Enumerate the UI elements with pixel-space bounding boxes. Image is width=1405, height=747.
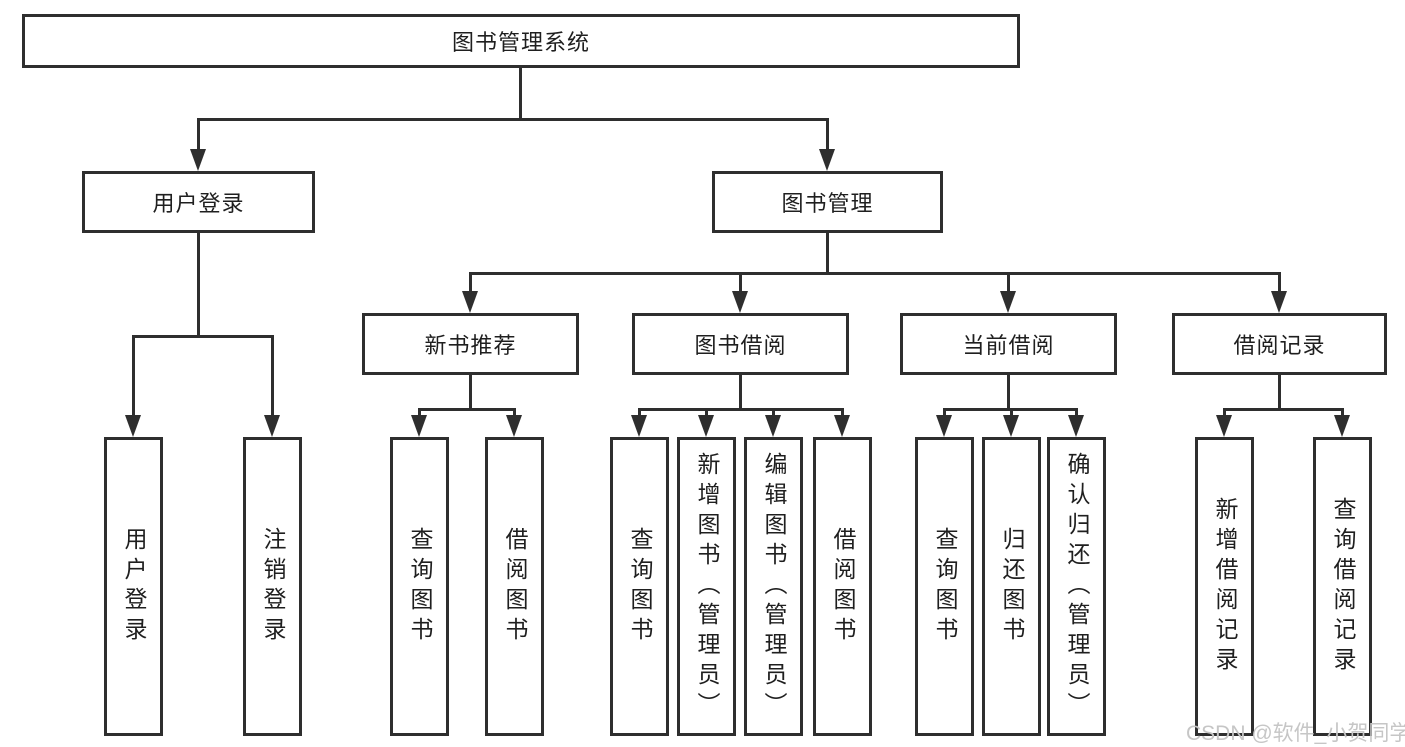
arrowhead-leaf-logout [264, 415, 280, 437]
arrowhead-leaf [834, 415, 850, 437]
arrowhead-leaf-login [125, 415, 141, 437]
connector-book-borrow-drop [739, 375, 742, 411]
connector-drop-user-login [197, 118, 200, 152]
arrowhead-leaf [1003, 415, 1019, 437]
leaf-borrow-borrow: 借阅图书 [813, 437, 872, 736]
connector-stub [1010, 408, 1013, 418]
connector-new-books-bar [418, 408, 516, 411]
connector-user-login-drop [197, 233, 200, 338]
arrowhead-borrow-records [1271, 291, 1287, 313]
arrowhead-leaf [506, 415, 522, 437]
connector-current-borrow-drop [1007, 375, 1010, 411]
leaf-records-add-label: 新增借阅记录 [1212, 496, 1238, 677]
node-current-borrow: 当前借阅 [900, 313, 1117, 375]
arrowhead-leaf [1068, 415, 1084, 437]
node-current-borrow-label: 当前借阅 [962, 333, 1055, 358]
connector-stub [943, 408, 946, 418]
leaf-newbooks-borrow-label: 借阅图书 [502, 526, 528, 647]
leaf-logout: 注销登录 [243, 437, 302, 736]
leaf-borrow-edit-label: 编辑图书（管理员） [761, 451, 787, 722]
node-book-borrow: 图书借阅 [632, 313, 849, 375]
connector-level3-bar [469, 272, 1281, 275]
connector-stub [1341, 408, 1344, 418]
node-book-mgmt: 图书管理 [712, 171, 943, 233]
connector-level2-bar [197, 118, 829, 121]
node-borrow-records-label: 借阅记录 [1233, 333, 1326, 358]
connector-drop-book-borrow [739, 272, 742, 294]
leaf-borrow-query-label: 查询图书 [627, 526, 653, 647]
leaf-logout-label: 注销登录 [260, 526, 286, 647]
arrowhead-new-books [462, 291, 478, 313]
arrowhead-leaf [631, 415, 647, 437]
node-user-login-label: 用户登录 [152, 191, 245, 216]
leaf-records-query-label: 查询借阅记录 [1330, 496, 1356, 677]
connector-borrow-records-bar [1223, 408, 1344, 411]
node-borrow-records: 借阅记录 [1172, 313, 1387, 375]
arrowhead-book-borrow [732, 291, 748, 313]
connector-stub [638, 408, 641, 418]
node-new-books-label: 新书推荐 [424, 333, 517, 358]
connector-drop-leaf-login [132, 335, 135, 418]
connector-drop-book-mgmt [826, 118, 829, 152]
connector-book-mgmt-drop [826, 233, 829, 275]
csdn-watermark: CSDN @软件_小贺同学 [1186, 722, 1405, 745]
connector-stub [705, 408, 708, 418]
connector-stub [418, 408, 421, 418]
arrowhead-leaf [698, 415, 714, 437]
node-book-borrow-label: 图书借阅 [694, 333, 787, 358]
leaf-records-add: 新增借阅记录 [1195, 437, 1254, 736]
connector-stub [513, 408, 516, 418]
leaf-records-query: 查询借阅记录 [1313, 437, 1372, 736]
connector-drop-current-borrow [1007, 272, 1010, 294]
leaf-borrow-borrow-label: 借阅图书 [830, 526, 856, 647]
connector-new-books-drop [469, 375, 472, 411]
arrowhead-leaf [765, 415, 781, 437]
node-root-label: 图书管理系统 [451, 30, 590, 55]
arrowhead-leaf [1334, 415, 1350, 437]
leaf-borrow-query: 查询图书 [610, 437, 669, 736]
leaf-current-return: 归还图书 [982, 437, 1041, 736]
arrowhead-leaf [1216, 415, 1232, 437]
connector-stub [1075, 408, 1078, 418]
leaf-newbooks-borrow: 借阅图书 [485, 437, 544, 736]
node-book-mgmt-label: 图书管理 [781, 191, 874, 216]
connector-stub [841, 408, 844, 418]
connector-drop-borrow-records [1278, 272, 1281, 294]
arrowhead-leaf [936, 415, 952, 437]
connector-book-borrow-bar [638, 408, 844, 411]
leaf-current-query-label: 查询图书 [932, 526, 958, 647]
leaf-current-confirm: 确认归还（管理员） [1047, 437, 1106, 736]
leaf-user-login: 用户登录 [104, 437, 163, 736]
leaf-current-return-label: 归还图书 [999, 526, 1025, 647]
connector-user-login-bar [132, 335, 274, 338]
arrowhead-user-login [190, 149, 206, 171]
leaf-current-confirm-label: 确认归还（管理员） [1064, 451, 1090, 722]
leaf-borrow-add-label: 新增图书（管理员） [694, 451, 720, 722]
arrowhead-current-borrow [1000, 291, 1016, 313]
leaf-borrow-edit: 编辑图书（管理员） [744, 437, 803, 736]
connector-borrow-records-drop [1278, 375, 1281, 411]
node-new-books: 新书推荐 [362, 313, 579, 375]
connector-stub [772, 408, 775, 418]
node-user-login: 用户登录 [82, 171, 315, 233]
connector-root-drop [519, 68, 522, 121]
arrowhead-book-mgmt [819, 149, 835, 171]
leaf-newbooks-query-label: 查询图书 [407, 526, 433, 647]
leaf-current-query: 查询图书 [915, 437, 974, 736]
connector-stub [1223, 408, 1226, 418]
leaf-borrow-add: 新增图书（管理员） [677, 437, 736, 736]
connector-drop-new-books [469, 272, 472, 294]
leaf-user-login-label: 用户登录 [121, 526, 147, 647]
arrowhead-leaf [411, 415, 427, 437]
leaf-newbooks-query: 查询图书 [390, 437, 449, 736]
node-root: 图书管理系统 [22, 14, 1020, 68]
connector-drop-leaf-logout [271, 335, 274, 418]
